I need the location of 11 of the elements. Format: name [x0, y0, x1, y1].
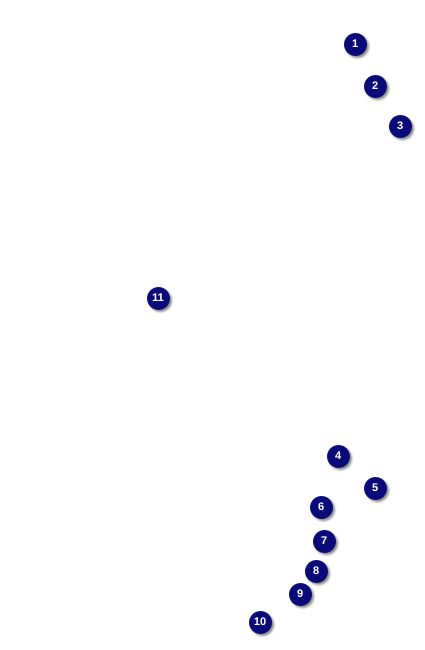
callout-number: 3: [388, 114, 412, 138]
callout-number: 9: [288, 582, 312, 606]
callout-number: 11: [146, 286, 170, 310]
callout-number: 6: [310, 496, 332, 518]
callout-number: 2: [364, 74, 386, 98]
callout-number: 7: [312, 530, 336, 552]
callout-number: 8: [304, 560, 328, 582]
callout-number: 5: [364, 476, 386, 500]
callout-number: 1: [344, 32, 366, 56]
callout-number: 10: [248, 610, 272, 634]
callout-number: 4: [326, 444, 350, 468]
